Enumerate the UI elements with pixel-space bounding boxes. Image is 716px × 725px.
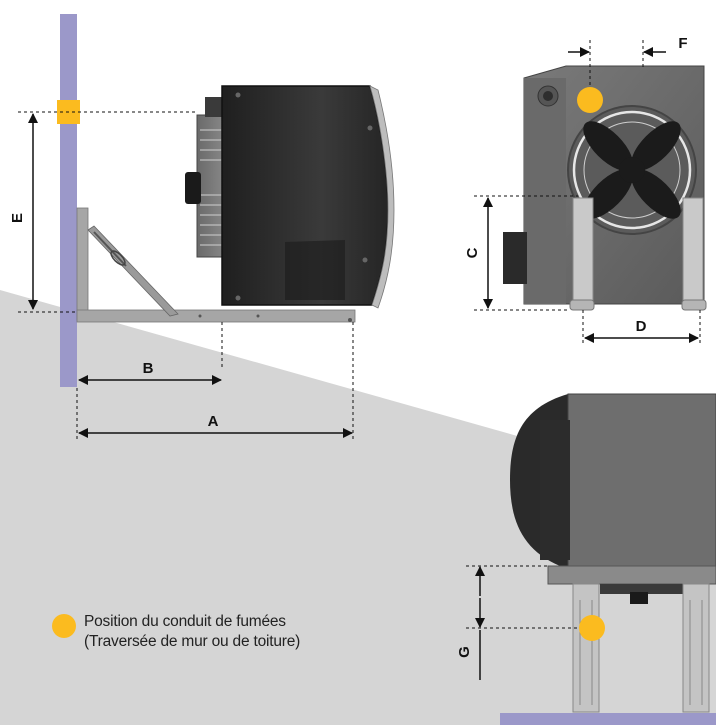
label-c: C <box>464 247 481 258</box>
floor <box>500 713 716 725</box>
legend-line-2: (Traversée de mur ou de toiture) <box>84 633 301 650</box>
floor-view: G <box>456 393 716 725</box>
legend: Position du conduit de fumées (Traversée… <box>52 612 300 652</box>
label-g: G <box>456 646 473 658</box>
label-f: F <box>678 35 687 52</box>
side-view: E B A <box>9 14 395 440</box>
wall-bracket <box>76 207 356 323</box>
background-shade <box>0 290 716 725</box>
flue-marker-front <box>577 87 603 113</box>
wall <box>60 14 77 387</box>
flue-position-dot-icon <box>52 614 76 638</box>
heater-side <box>185 85 395 309</box>
flue-marker-floor <box>579 615 605 641</box>
label-d: D <box>636 318 647 335</box>
label-e: E <box>9 213 26 223</box>
legend-line-1: Position du conduit de fumées <box>84 613 286 630</box>
legend-text: Position du conduit de fumées (Traversée… <box>84 612 300 652</box>
label-a: A <box>208 413 219 430</box>
label-b: B <box>143 360 154 377</box>
front-view: F C D <box>464 35 707 346</box>
